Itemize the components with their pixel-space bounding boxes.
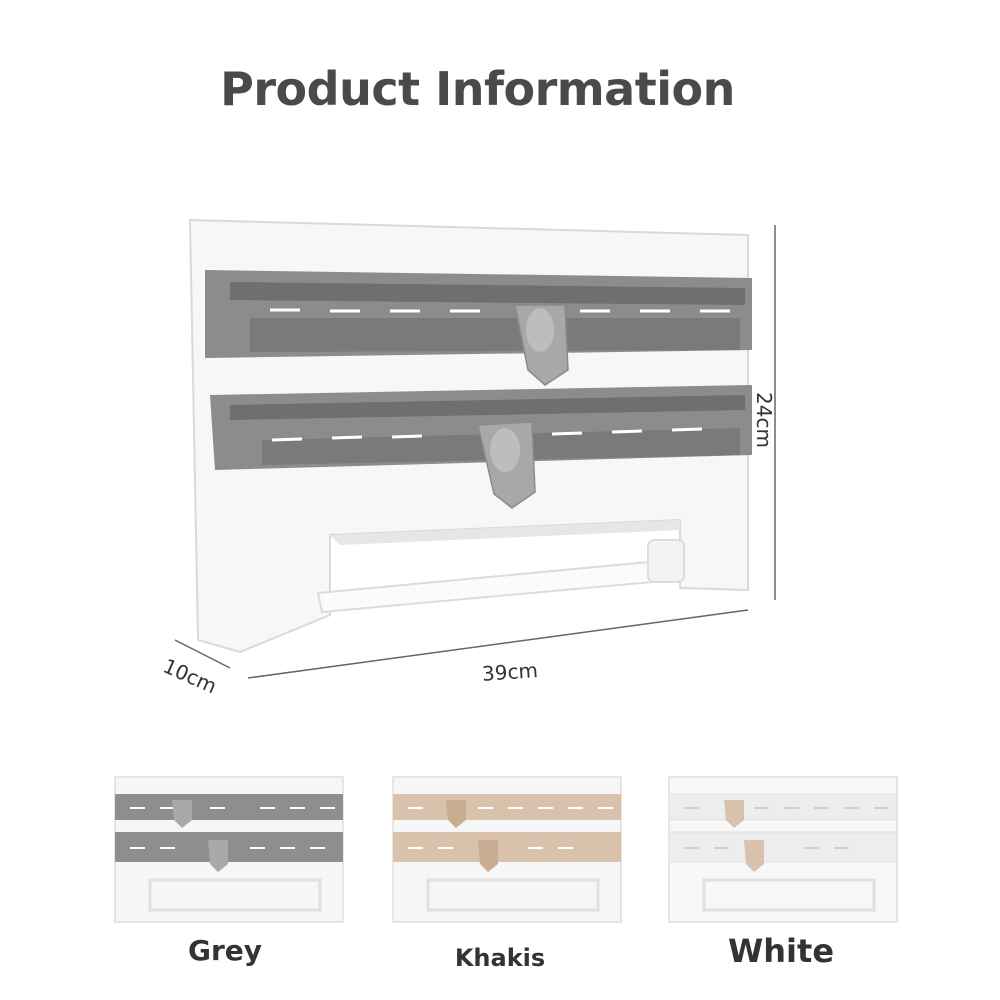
main-product-illustration — [174, 218, 776, 679]
variant-label-khakis: Khakis — [454, 944, 546, 972]
white-variant-illustration — [668, 776, 898, 923]
page-title: Product Information — [220, 62, 735, 116]
khakis-variant-illustration — [392, 776, 622, 923]
height-dimension-label: 24cm — [752, 392, 776, 448]
variant-label-grey: Grey — [187, 934, 263, 967]
grey-variant-illustration — [114, 776, 344, 923]
variant-label-white: White — [727, 932, 835, 970]
width-dimension-label: 39cm — [481, 658, 539, 686]
